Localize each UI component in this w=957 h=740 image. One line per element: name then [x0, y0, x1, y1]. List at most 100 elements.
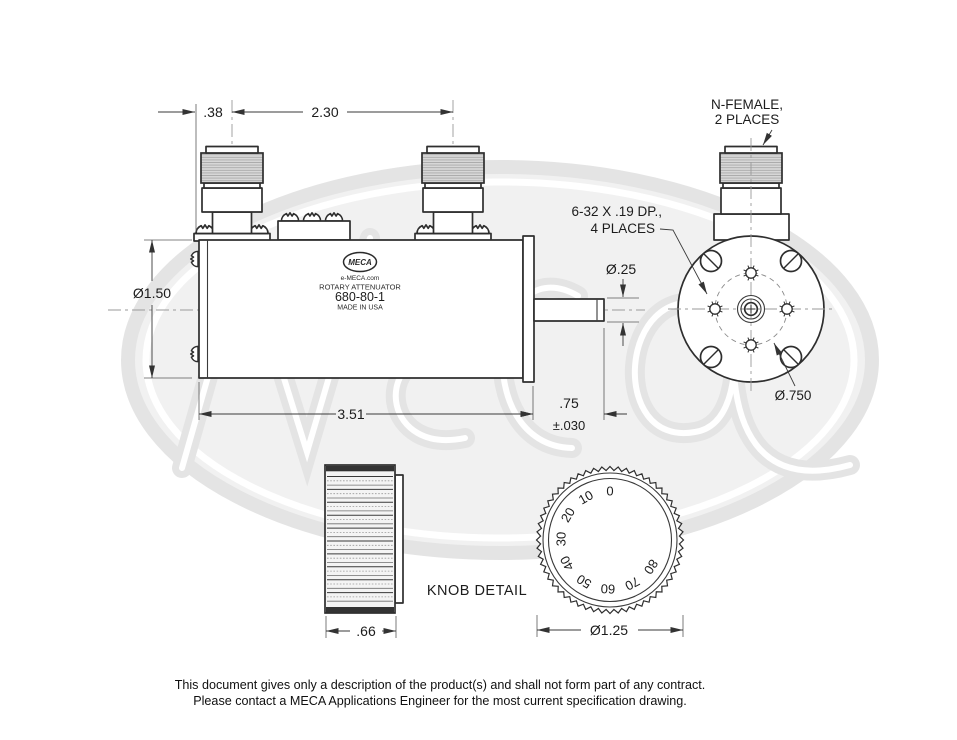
n-connector-1 [193, 145, 271, 242]
bolt-circle-label: Ø.750 [775, 388, 812, 403]
thread-tick [719, 310, 723, 313]
disclaimer: This document gives only a description o… [0, 678, 880, 710]
thread-tick [755, 269, 759, 272]
endview-labels: N-FEMALE, 2 PLACES 6-32 X .19 DP., 4 PLA… [571, 97, 811, 403]
thread-tick [755, 346, 759, 349]
flange-screws [699, 249, 803, 369]
dim-dia25-label: Ø.25 [606, 261, 637, 277]
thread-tick [788, 301, 791, 305]
dim-knob-width: .66 [325, 616, 397, 639]
thread-tick [791, 310, 795, 313]
dim-351-label: 3.51 [337, 406, 364, 422]
tapped-hole [781, 303, 793, 315]
dial-number-20: 20 [558, 505, 578, 525]
thread-tick [747, 277, 750, 281]
dial-number-60: 60 [600, 581, 615, 597]
side-view: MECA e-MECA.com ROTARY ATTENUATOR 680-80… [108, 100, 645, 433]
dim-75-label: .75 [559, 395, 579, 411]
thread-tick [719, 305, 723, 308]
knob-serrated-edge [535, 465, 685, 615]
dial-number-50: 50 [574, 571, 594, 591]
screw-note-1: 6-32 X .19 DP., [571, 204, 662, 219]
thread-tick [752, 337, 755, 341]
tapped-hole [709, 303, 721, 315]
thread-tick [783, 301, 786, 305]
thread-tick [707, 305, 711, 308]
knob-face-ring [542, 472, 678, 608]
thread-tick [747, 349, 750, 353]
thread-tick [747, 265, 750, 269]
dim-dia150: Ø1.50 [133, 239, 192, 379]
thread-tick [743, 346, 747, 349]
thread-tick [779, 305, 783, 308]
dial-number-80: 80 [641, 557, 661, 577]
terminal-block [277, 212, 351, 241]
dial-number-10: 10 [576, 487, 596, 507]
thread-tick [747, 337, 750, 341]
dim-66-label: .66 [356, 623, 376, 639]
thread-tick [752, 265, 755, 269]
thread-tick [755, 274, 759, 277]
label-url: e-MECA.com [341, 275, 380, 282]
dim-dia25: Ø.25 [606, 261, 639, 346]
end-view: N-FEMALE, 2 PLACES 6-32 X .19 DP., 4 PLA… [571, 97, 834, 403]
meca-logo-text: MECA [348, 258, 372, 267]
tapped-holes [707, 265, 795, 353]
knob-detail-title: KNOB DETAIL [427, 583, 527, 599]
knob-barrel [324, 464, 396, 614]
thread-tick [743, 274, 747, 277]
n-connector-end [713, 145, 790, 241]
dial-number-0: 0 [606, 484, 613, 499]
label-origin: MADE IN USA [337, 305, 383, 312]
knob-top-band [326, 465, 394, 472]
thread-tick [716, 301, 719, 305]
dim-75-tol-label: ±.030 [553, 418, 585, 433]
body-label: MECA e-MECA.com ROTARY ATTENUATOR 680-80… [319, 251, 401, 312]
knob-side-view: .66 KNOB DETAIL [324, 464, 527, 639]
knob-shoulder [394, 474, 404, 604]
label-product: ROTARY ATTENUATOR [319, 283, 401, 292]
knurl-section [421, 152, 485, 184]
thread-tick [743, 269, 747, 272]
disclaimer-line-1: This document gives only a description o… [174, 678, 706, 692]
thread-tick [743, 341, 747, 344]
knurl-section [200, 152, 264, 184]
thread-tick [711, 301, 714, 305]
meca-logo-oval [342, 251, 378, 273]
n-connector-2 [414, 145, 492, 242]
thread-tick [755, 341, 759, 344]
knob-dial-ring [547, 477, 673, 603]
thread-tick [779, 310, 783, 313]
n-female-note-1: N-FEMALE, [711, 97, 783, 112]
dim-knob-dia: Ø1.25 [536, 615, 684, 638]
thread-tick [791, 305, 795, 308]
thread-tick [783, 313, 786, 317]
label-model: 680-80-1 [335, 290, 385, 304]
dial-number-40: 40 [557, 553, 577, 573]
knob-knurl-lines [327, 476, 393, 602]
thread-tick [711, 313, 714, 317]
dim-dia150-label: Ø1.50 [133, 285, 171, 301]
disclaimer-line-2: Please contact a MECA Applications Engin… [193, 693, 687, 708]
thread-tick [752, 277, 755, 281]
tapped-hole [745, 339, 757, 351]
shaft-end [736, 294, 766, 324]
thread-tick [788, 313, 791, 317]
thread-tick [707, 310, 711, 313]
dim-bottom: 3.51 .75 ±.030 [198, 328, 627, 433]
dim-top: .38 2.30 [158, 104, 453, 232]
dial-number-70: 70 [623, 574, 643, 594]
dial-number-30: 30 [553, 532, 568, 547]
dim-38-label: .38 [203, 104, 223, 120]
screw-note-2: 4 PLACES [590, 221, 655, 236]
thread-tick [716, 313, 719, 317]
rotor-shaft [533, 298, 605, 322]
mounting-flange [522, 235, 535, 383]
knob-bottom-band [326, 607, 394, 613]
dim-230-label: 2.30 [311, 104, 338, 120]
dim-dia125-label: Ø1.25 [590, 622, 628, 638]
n-female-note-2: 2 PLACES [715, 112, 780, 127]
